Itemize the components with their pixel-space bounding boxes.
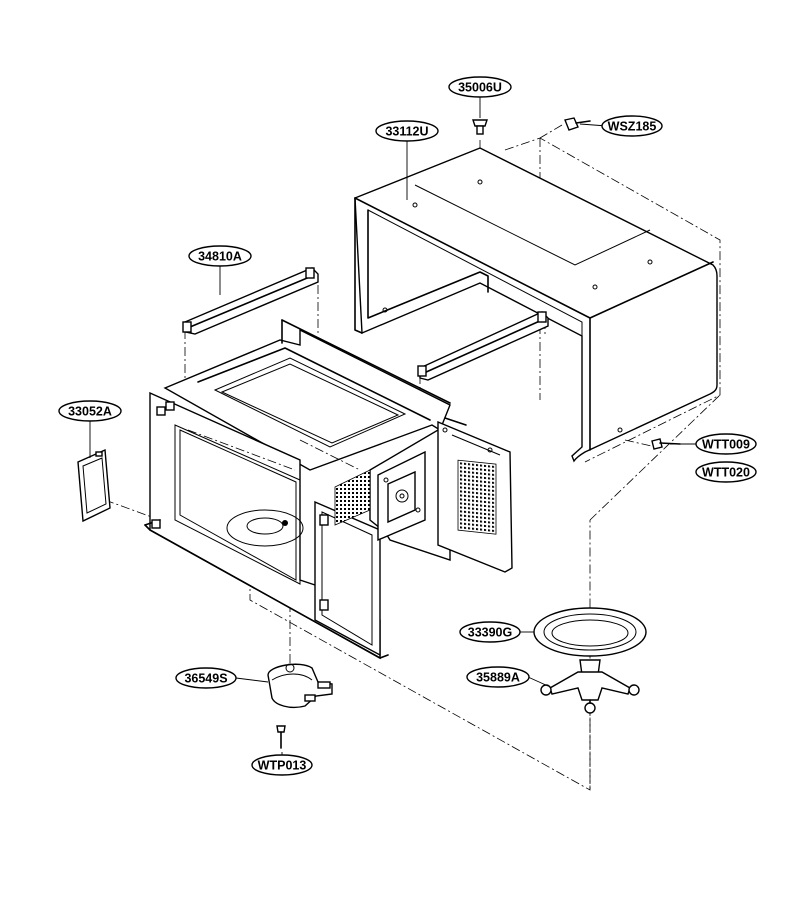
screw-WTP013 xyxy=(276,725,286,749)
label-WTT020: WTT020 xyxy=(695,461,757,483)
label-text-33390G: 33390G xyxy=(468,626,512,640)
label-text-34810A: 34810A xyxy=(198,250,242,264)
label-35889A: 35889A xyxy=(466,666,530,688)
label-text-35006U: 35006U xyxy=(458,81,502,95)
glass-tray-33390G xyxy=(533,607,647,657)
label-text-35889A: 35889A xyxy=(476,671,520,685)
label-WTT009: WTT009 xyxy=(695,433,757,455)
roller-ring-35889A xyxy=(540,659,640,714)
label-34810A: 34810A xyxy=(188,245,252,267)
label-text-36549S: 36549S xyxy=(184,672,227,686)
cavity-chassis xyxy=(144,319,513,660)
part-labels: 35006U WSZ185 33112U 34810A 33052A WTT00… xyxy=(58,76,757,776)
turntable-motor-36549S xyxy=(267,663,333,709)
label-text-WTT009: WTT009 xyxy=(702,438,750,452)
label-WSZ185: WSZ185 xyxy=(601,115,663,137)
label-33390G: 33390G xyxy=(459,621,521,643)
label-text-WSZ185: WSZ185 xyxy=(608,120,657,134)
screw-WSZ185 xyxy=(564,117,591,131)
label-33112U: 33112U xyxy=(375,120,439,142)
label-text-33112U: 33112U xyxy=(385,125,428,139)
label-text-33052A: 33052A xyxy=(68,405,112,419)
label-36549S: 36549S xyxy=(175,667,237,689)
label-WTP013: WTP013 xyxy=(251,754,313,776)
rail-right xyxy=(417,311,549,381)
label-33052A: 33052A xyxy=(58,400,122,422)
outer-cabinet xyxy=(354,147,718,463)
label-text-WTT020: WTT020 xyxy=(702,466,750,480)
screw-WTT009 xyxy=(651,438,681,450)
waveguide-cover-33052A xyxy=(77,448,111,523)
rail-34810A xyxy=(182,267,319,335)
top-screw-35006U xyxy=(472,119,488,135)
label-text-WTP013: WTP013 xyxy=(258,759,307,773)
label-35006U: 35006U xyxy=(448,76,512,98)
